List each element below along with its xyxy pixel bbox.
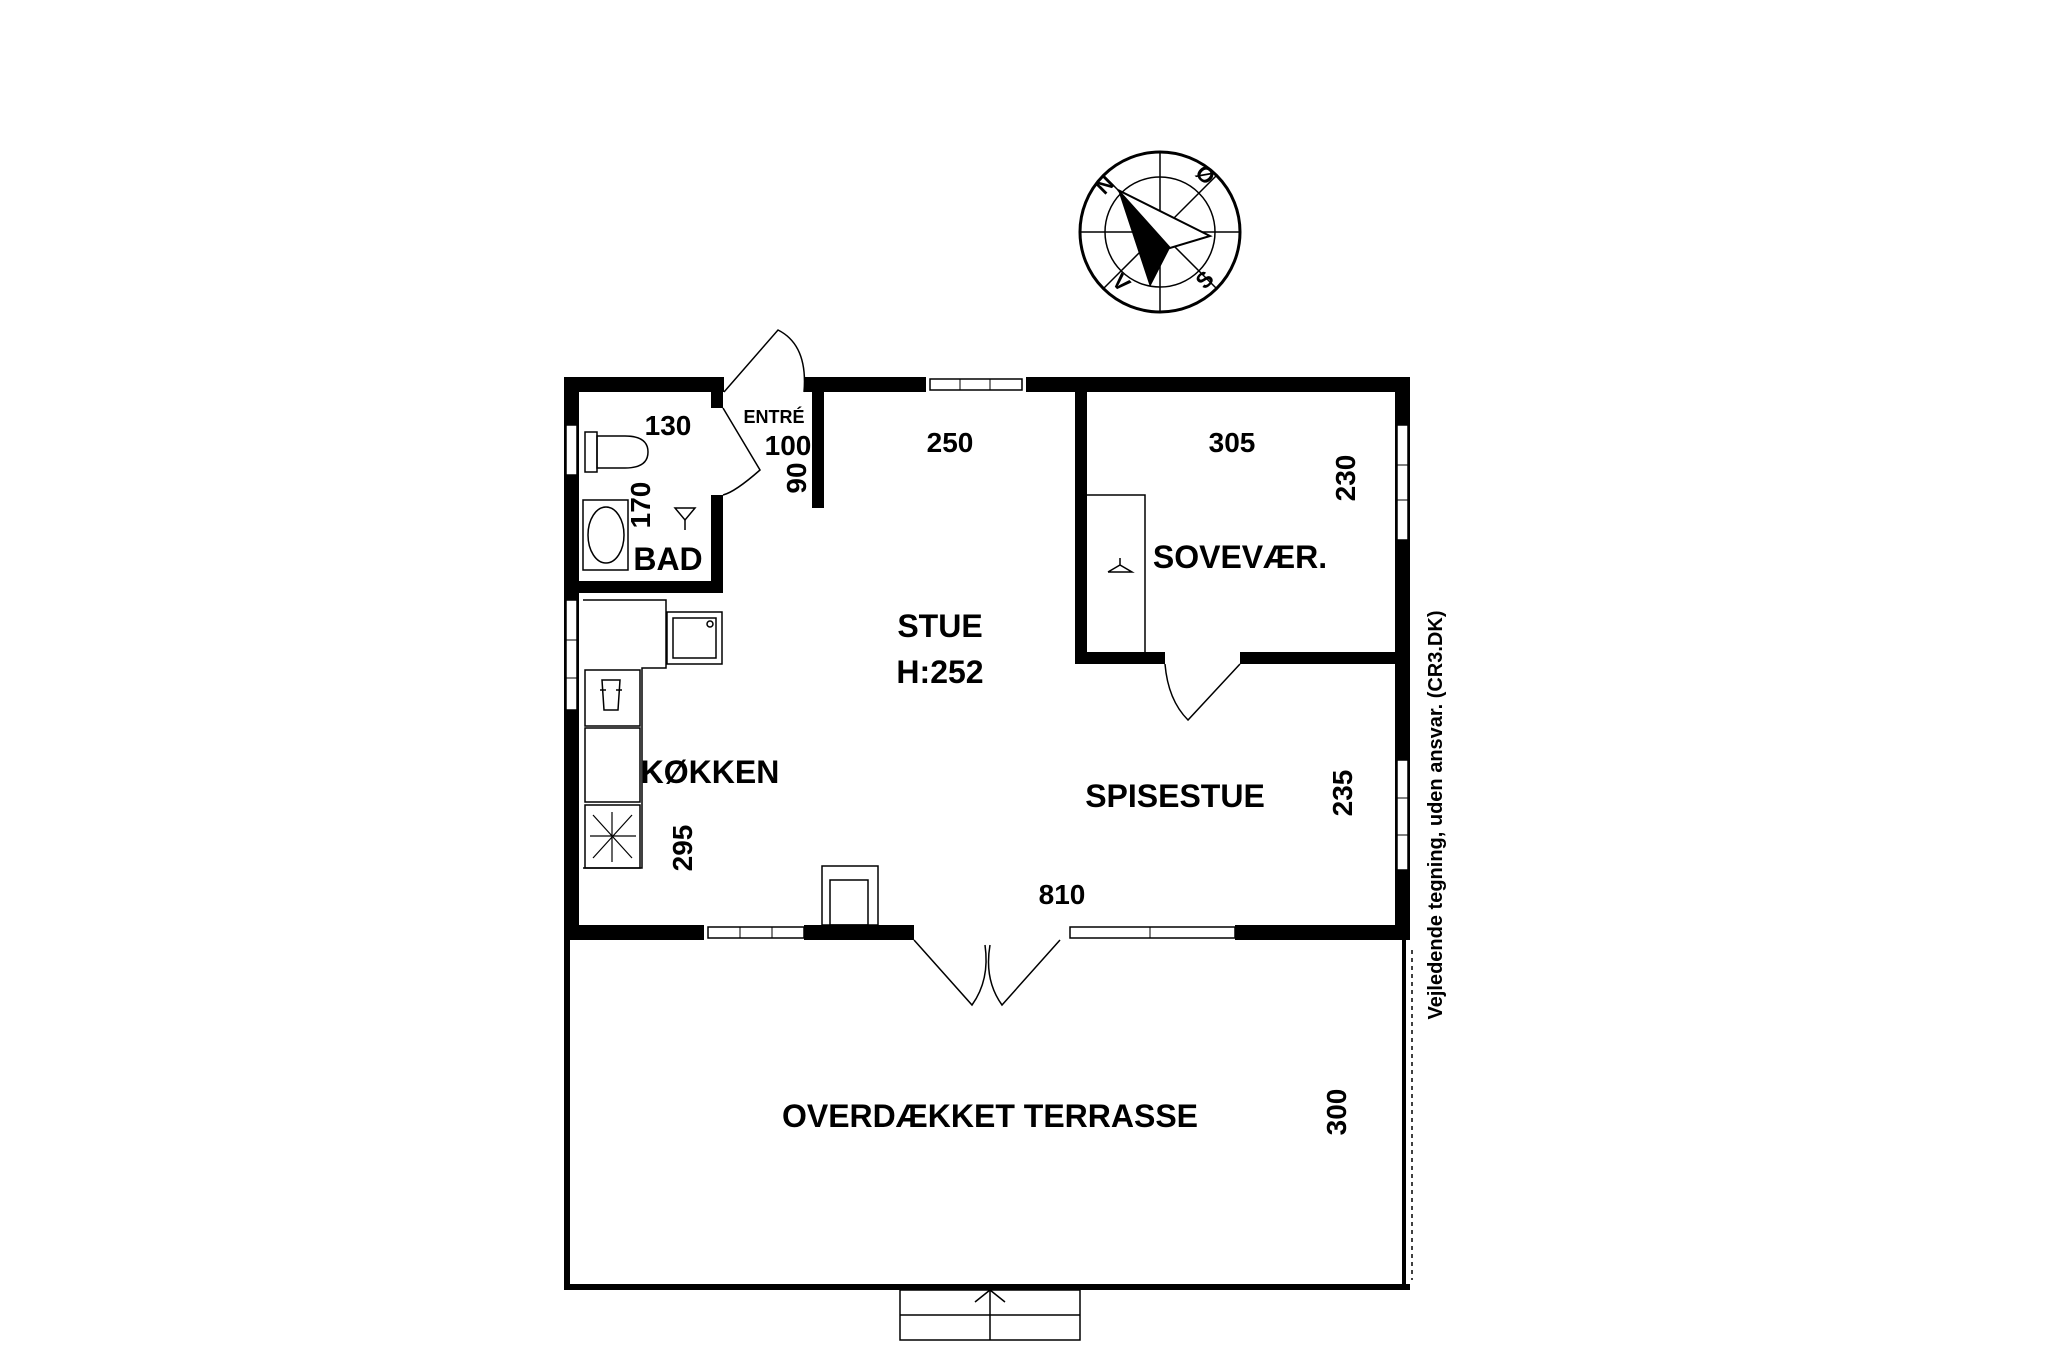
fixtures: [582, 431, 1146, 926]
wardrobe-icon: [1087, 494, 1146, 657]
dim-spisestue-depth: 235: [1327, 770, 1358, 817]
terrace: [564, 940, 1413, 1341]
dim-bad-depth: 170: [625, 482, 656, 529]
dim-terrasse-depth: 300: [1321, 1089, 1352, 1136]
dim-entre-width: 100: [765, 430, 812, 461]
disclaimer-text: Vejledende tegning, uden ansvar. (CR3.DK…: [1425, 611, 1447, 1020]
dim-stue-width: 250: [927, 427, 974, 458]
windows: [565, 378, 1409, 939]
dim-kokken-depth: 295: [667, 825, 698, 872]
room-labels: BAD ENTRÉ STUE H:252 SOVEVÆR. KØKKEN SPI…: [633, 406, 1327, 1134]
dimension-labels: 130 170 100 90 250 305 230 295 235 810 3…: [625, 410, 1361, 1135]
compass-east-label: Ø: [1190, 160, 1220, 190]
fireplace-icon: [821, 865, 879, 926]
compass-west-label: V: [1107, 269, 1135, 297]
bath-sink-icon: [582, 499, 629, 571]
kitchen-sink-icon: [666, 611, 723, 665]
room-label-sovevaer: SOVEVÆR.: [1153, 539, 1327, 575]
room-label-kokken: KØKKEN: [641, 754, 780, 790]
dim-house-width: 810: [1039, 879, 1086, 910]
room-label-spisestue: SPISESTUE: [1085, 778, 1265, 814]
room-label-bad: BAD: [633, 541, 702, 577]
fridge-icon: [584, 669, 641, 727]
compass-rose: N Ø S V: [1078, 150, 1242, 314]
compass-north-label: N: [1090, 170, 1119, 199]
dim-entre-depth: 90: [781, 462, 812, 493]
doors: [722, 329, 1241, 1007]
room-label-terrasse: OVERDÆKKET TERRASSE: [782, 1098, 1198, 1134]
toilet-icon: [584, 431, 649, 473]
stove-icon: [584, 804, 641, 869]
room-label-stue-height: H:252: [896, 654, 983, 690]
room-label-entre: ENTRÉ: [743, 406, 804, 427]
room-label-stue: STUE: [897, 608, 982, 644]
dim-sovevaer-width: 305: [1209, 427, 1256, 458]
shower-icon: [673, 507, 697, 530]
dim-bad-width: 130: [645, 410, 692, 441]
dim-sovevaer-depth: 230: [1330, 455, 1361, 502]
